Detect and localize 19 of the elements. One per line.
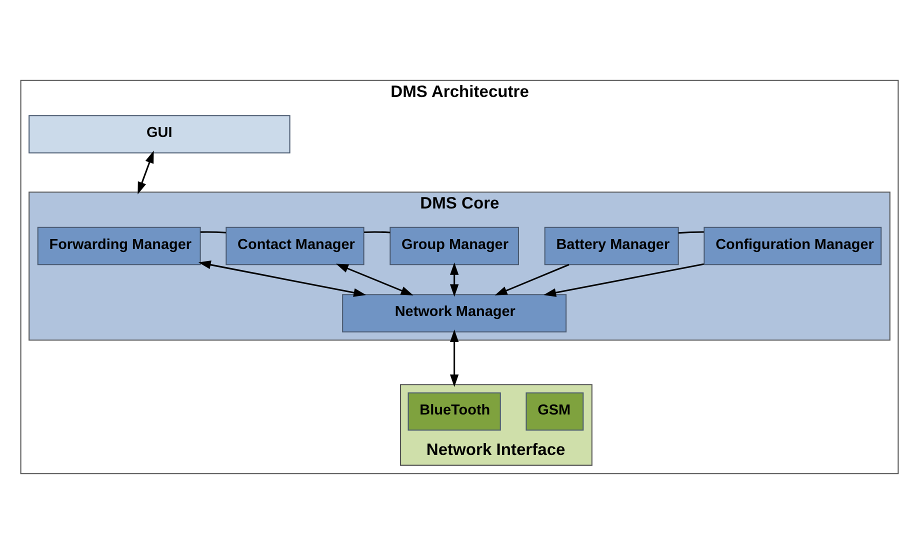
arrow: [494, 264, 570, 296]
connector: [200, 231, 226, 234]
node-box: Group Manager: [390, 226, 519, 266]
arrow: [544, 263, 704, 297]
node-box: Forwarding Manager: [37, 226, 201, 266]
arrow: [198, 260, 366, 297]
connector: [678, 231, 704, 234]
node-box: Battery Manager: [544, 226, 679, 266]
arrow: [450, 330, 459, 387]
arrow: [138, 150, 154, 194]
node-box: Contact Manager: [226, 226, 364, 266]
node-box: BlueTooth: [408, 392, 501, 431]
arrow: [450, 262, 459, 297]
node-box: GSM: [526, 392, 584, 431]
node-box: GUI: [28, 115, 290, 154]
connector: [364, 231, 390, 234]
node-box: Network Manager: [342, 294, 567, 332]
node-box: Configuration Manager: [704, 226, 882, 266]
arrow: [336, 264, 414, 296]
